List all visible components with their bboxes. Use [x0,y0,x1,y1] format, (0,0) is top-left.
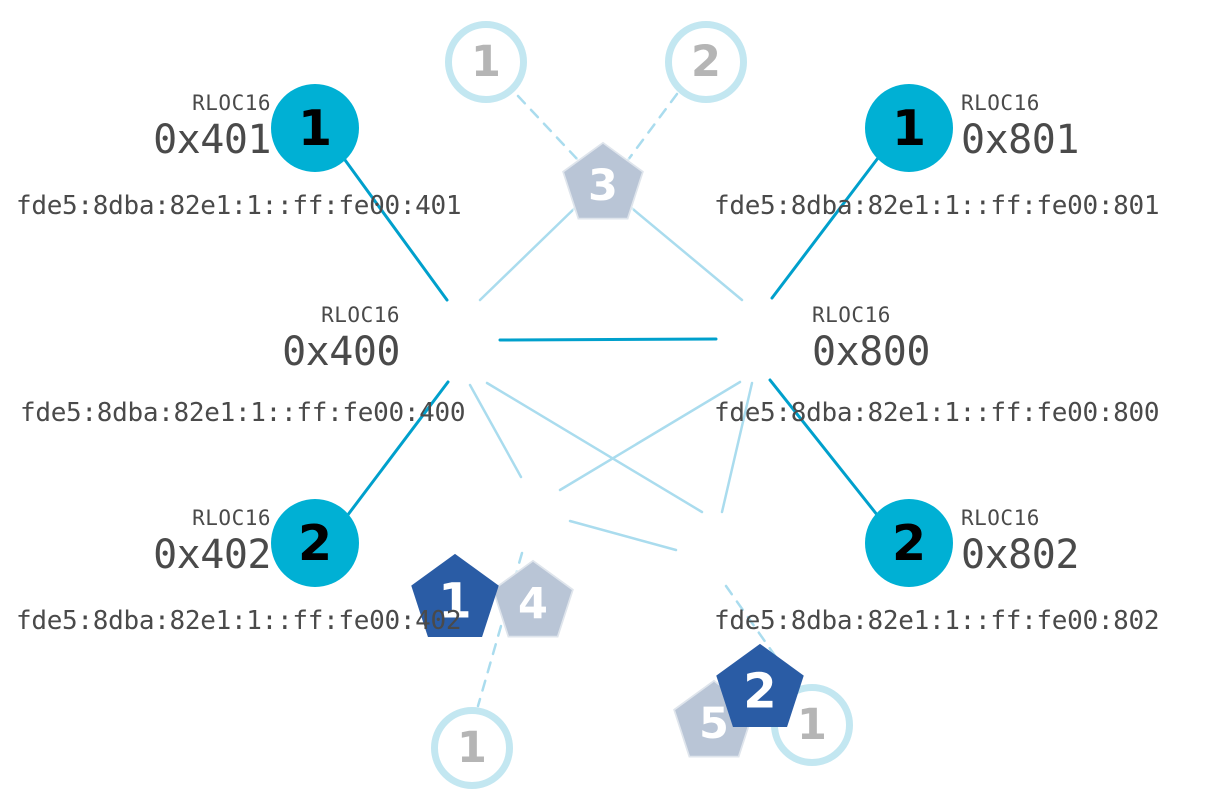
rloc16-caption: RLOC16 [321,303,400,327]
ipv6-address-label: fde5:8dba:82e1:1::ff:fe00:401 [16,191,462,221]
ghost-device-top-left[interactable]: 1 [445,21,527,103]
ipv6-address-label: fde5:8dba:82e1:1::ff:fe00:402 [16,606,462,636]
router-id-label: 5 [699,699,729,749]
rloc16-value: 0x801 [961,117,1079,163]
rloc16-caption: RLOC16 [812,303,891,327]
faded-router-4[interactable]: 4 [490,558,576,644]
edge [558,380,742,492]
rloc16-value: 0x402 [153,532,271,578]
router-0x800[interactable]: 2 [714,642,806,734]
edge [770,156,880,300]
edge [568,519,678,552]
edge [343,158,449,302]
rloc16-value: 0x800 [812,329,930,375]
edge [478,203,580,302]
pentagon-shape [490,558,576,640]
edge [720,381,754,514]
rloc16-caption: RLOC16 [192,506,271,530]
pentagon-shape [411,553,499,638]
router-id-label: 3 [588,161,618,211]
ipv6-address-label: fde5:8dba:82e1:1::ff:fe00:800 [714,398,1160,428]
edge [626,203,744,302]
edge [498,337,718,342]
ghost-device-top-right[interactable]: 2 [665,21,747,103]
edge [345,380,450,518]
edge [468,383,523,479]
pentagon-shape [560,140,646,222]
router-id-label: 2 [743,663,777,720]
rloc16-caption: RLOC16 [192,91,271,115]
router-0x400[interactable]: 1 [409,552,501,644]
rloc16-caption: RLOC16 [961,91,1040,115]
edge [768,378,880,518]
device-0x801[interactable]: 1 [865,84,953,172]
router-id-label: 4 [518,579,548,629]
faded-router-3[interactable]: 3 [560,140,646,226]
rloc16-caption: RLOC16 [961,506,1040,530]
device-0x402[interactable]: 2 [271,499,359,587]
ipv6-address-label: fde5:8dba:82e1:1::ff:fe00:802 [714,606,1160,636]
rloc16-value: 0x401 [153,117,271,163]
device-0x802[interactable]: 2 [865,499,953,587]
edge [516,94,580,162]
ghost-device-bottom-left[interactable]: 1 [431,707,513,789]
ipv6-address-label: fde5:8dba:82e1:1::ff:fe00:801 [714,191,1160,221]
ipv6-address-label: fde5:8dba:82e1:1::ff:fe00:400 [20,398,466,428]
edge [485,381,704,514]
rloc16-value: 0x802 [961,532,1079,578]
device-0x401[interactable]: 1 [271,84,359,172]
edge [626,92,679,162]
router-id-label: 1 [438,573,472,630]
pentagon-shape [716,643,804,728]
rloc16-value: 0x400 [282,329,400,375]
